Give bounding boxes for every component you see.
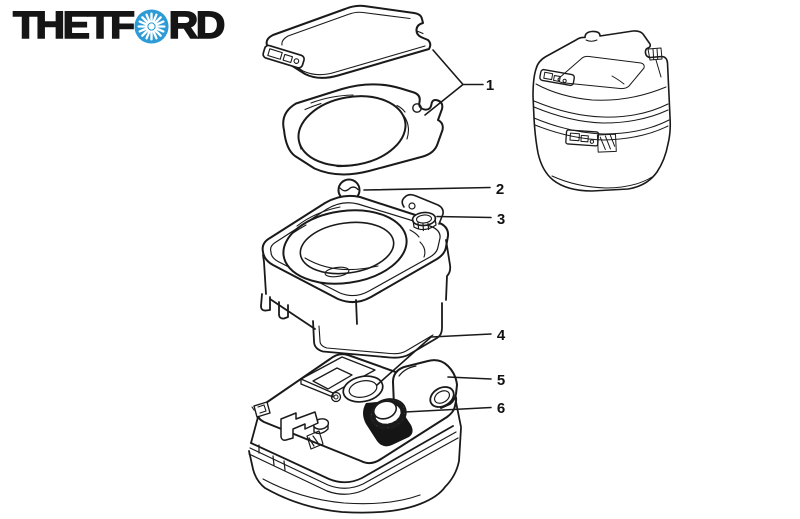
callout-label-4: 4 — [497, 327, 506, 344]
seat-ring-drawing — [282, 83, 444, 176]
logo-text-right: RD — [168, 3, 226, 47]
assembled-unit-drawing — [532, 30, 672, 192]
callout-3: 3 — [436, 211, 505, 228]
callout-label-3: 3 — [497, 211, 505, 228]
seal-part — [330, 375, 384, 403]
callout-4: 4 — [376, 327, 506, 386]
flush-tank-drawing — [260, 178, 452, 359]
callout-label-5: 5 — [497, 372, 505, 389]
fill-cap-part — [401, 193, 444, 232]
lid-latch — [262, 44, 305, 69]
callout-5: 5 — [447, 372, 505, 389]
callout-label-6: 6 — [497, 400, 505, 417]
vent-cap-part — [369, 398, 407, 430]
side-latch — [251, 401, 271, 418]
thetford-logo: THETF RD — [12, 3, 226, 47]
sunburst-o-icon — [134, 9, 169, 44]
valve-handle — [280, 411, 324, 450]
callout-2: 2 — [363, 181, 504, 198]
waste-tank-drawing — [248, 353, 462, 514]
callout-label-1: 1 — [486, 77, 494, 94]
callout-1: 1 — [424, 49, 494, 116]
callout-6: 6 — [404, 400, 505, 417]
logo-text-left: THETF — [12, 3, 136, 47]
callout-label-2: 2 — [496, 181, 504, 198]
lid-drawing — [262, 4, 432, 79]
valve-recess — [300, 356, 376, 398]
